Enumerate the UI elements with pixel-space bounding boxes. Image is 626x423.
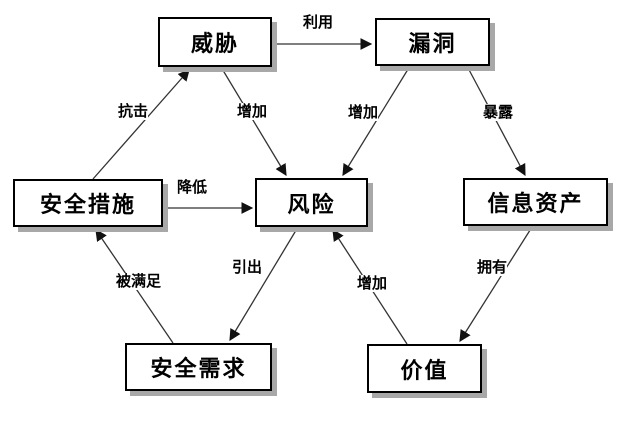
edge-label-satisfied: 被满足: [116, 272, 162, 291]
node-value: 价值: [367, 344, 482, 393]
node-vulnerability-label: 漏洞: [408, 32, 457, 57]
edge-resist-line: [92, 69, 190, 180]
node-threat-label: 威胁: [190, 32, 239, 57]
edge-leads-to-line: [229, 226, 299, 342]
edge-label-exploit: 利用: [303, 13, 334, 32]
edge-label-reduce: 降低: [177, 178, 208, 197]
node-value-label: 价值: [400, 358, 449, 384]
edge-possess-line: [459, 226, 533, 342]
node-requirements-label: 安全需求: [150, 357, 247, 382]
node-assets-label: 信息资产: [487, 192, 584, 217]
node-risk-label: 风险: [287, 192, 336, 218]
node-risk: 风险: [255, 178, 368, 227]
edge-label-possess: 拥有: [477, 258, 508, 277]
node-safeguards-label: 安全措施: [39, 193, 136, 218]
edge-label-leads-to: 引出: [232, 258, 263, 277]
edge-label-increase3: 增加: [357, 274, 388, 293]
node-assets: 信息资产: [463, 178, 608, 226]
node-safeguards: 安全措施: [13, 179, 163, 227]
edge-label-increase2: 增加: [348, 103, 379, 122]
edge-label-expose: 暴露: [483, 103, 514, 122]
node-threat: 威胁: [158, 17, 272, 67]
node-vulnerability: 漏洞: [375, 18, 490, 66]
node-requirements: 安全需求: [125, 343, 272, 391]
edge-label-resist: 抗击: [118, 102, 149, 121]
edge-increase1-line: [220, 66, 287, 177]
edge-label-increase1: 增加: [237, 102, 268, 121]
